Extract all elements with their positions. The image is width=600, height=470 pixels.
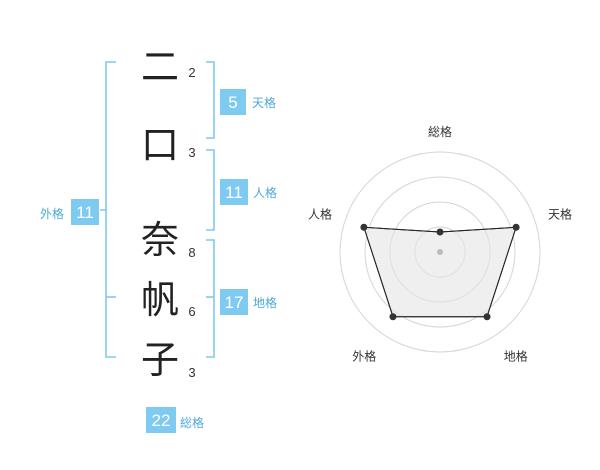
name-char-3: 奈	[141, 218, 179, 262]
stroke-count-2: 3	[188, 145, 195, 160]
chikaku-badge	[220, 289, 248, 315]
radar-point-3	[483, 313, 491, 321]
radar-axis-label-2: 天格	[548, 206, 572, 221]
radar-axis-label-1: 総格	[428, 124, 452, 139]
radar-data-outline	[363, 226, 517, 318]
gaikaku-value: 11	[76, 203, 94, 222]
radar-axis-label-4: 外格	[352, 349, 376, 364]
radar-axis-label-3: 地格	[504, 349, 528, 364]
tenkaku-value: 5	[228, 93, 237, 112]
stroke-count-5: 3	[188, 365, 195, 380]
name-char-5: 子	[141, 338, 179, 382]
tenkaku-badge	[220, 89, 246, 115]
radar-data-polygon	[363, 226, 517, 318]
stroke-count-1: 2	[188, 65, 195, 80]
jinkaku-value: 11	[225, 183, 243, 202]
gaikaku-badge	[71, 199, 99, 225]
name-char-4: 帆	[141, 278, 179, 322]
radar-center-dot	[437, 249, 443, 255]
chikaku-bracket	[206, 239, 215, 358]
radar-grid-overlay-2	[389, 201, 491, 303]
jinkaku-label: 人格	[253, 185, 277, 200]
gaikaku-bracket	[100, 61, 116, 358]
radar-point-4	[389, 313, 397, 321]
name-char-2: 口	[141, 123, 179, 167]
radar-grid-overlay-1	[414, 226, 466, 278]
radar-point-5	[360, 223, 368, 231]
jinkaku-badge	[220, 179, 248, 205]
radar-point-2	[512, 223, 520, 231]
gaikaku-label: 外格	[40, 206, 64, 221]
stroke-count-4: 6	[188, 304, 195, 319]
chikaku-value: 17	[225, 293, 244, 312]
soukaku-label: 総格	[180, 415, 204, 430]
chikaku-label: 地格	[253, 295, 277, 310]
radar-grid-overlay-3	[364, 176, 516, 328]
soukaku-badge	[146, 407, 176, 433]
radar-axis-label-5: 人格	[308, 206, 332, 221]
jinkaku-bracket	[206, 149, 215, 231]
radar-grid-overlay-4	[339, 151, 541, 353]
radar-point-1	[436, 228, 444, 236]
name-breakdown: 二 2 口 3 奈 8 帆 6 子 3 5 天格 11 人格 17 地格 外格 …	[40, 45, 277, 433]
tenkaku-bracket	[206, 61, 215, 139]
name-char-1: 二	[141, 45, 179, 89]
tenkaku-label: 天格	[252, 95, 276, 110]
stroke-count-3: 8	[188, 245, 195, 260]
soukaku-value: 22	[152, 411, 171, 430]
